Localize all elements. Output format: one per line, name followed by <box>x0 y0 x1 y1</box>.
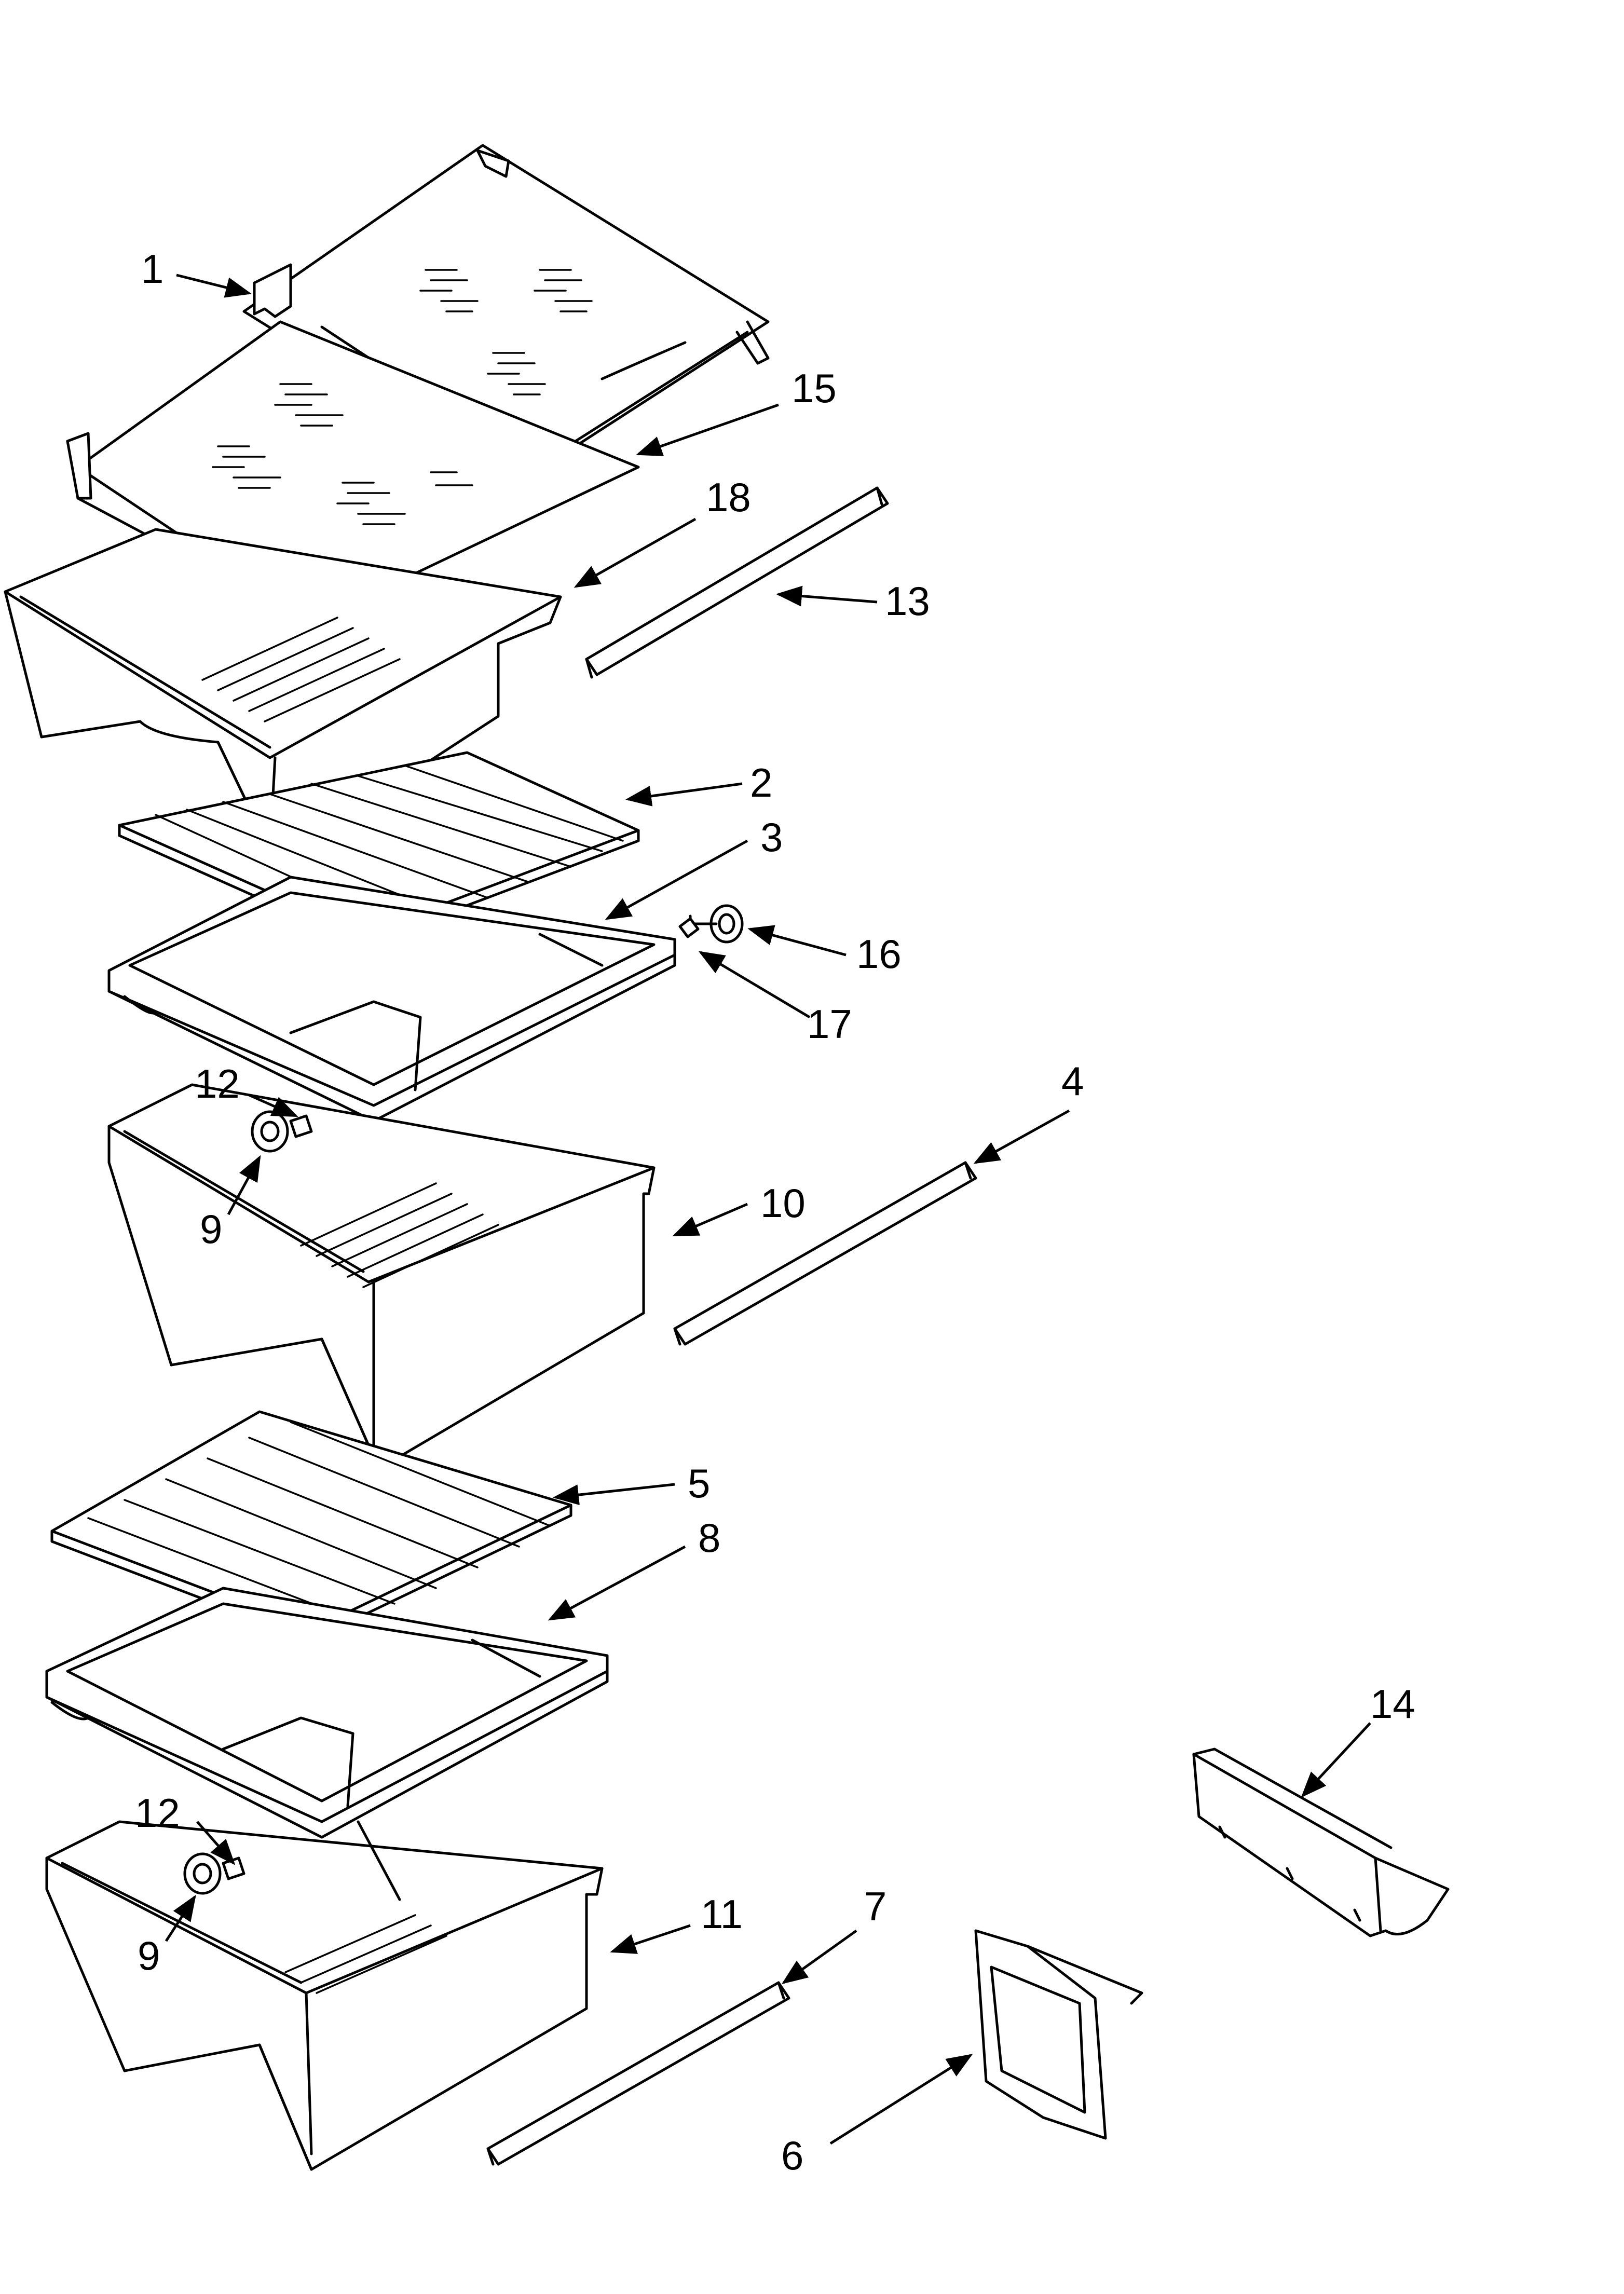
leader-5 <box>553 1483 675 1506</box>
crisper-frame-lower <box>45 1587 609 1839</box>
callout-16: 16 <box>856 931 902 977</box>
callout-12b: 12 <box>135 1790 180 1836</box>
rail-lower <box>486 1981 790 2166</box>
callout-18: 18 <box>706 474 751 520</box>
callout-7: 7 <box>864 1883 886 1929</box>
callout-4: 4 <box>1061 1058 1084 1104</box>
leader-16 <box>747 925 847 957</box>
leader-7 <box>781 1929 857 1984</box>
crisper-drawer-middle <box>107 1083 656 1470</box>
leader-9a <box>227 1155 261 1216</box>
leader-9b <box>165 1894 196 1942</box>
callout-12a: 12 <box>195 1061 240 1107</box>
rail-top <box>585 486 889 679</box>
leader-11 <box>610 1924 691 1954</box>
callout-9a: 9 <box>200 1206 222 1252</box>
callout-1: 1 <box>141 246 163 292</box>
leader-4 <box>973 1109 1070 1164</box>
leader-1 <box>176 274 252 298</box>
leader-13 <box>776 585 878 607</box>
callout-3: 3 <box>760 814 783 860</box>
callout-6: 6 <box>781 2133 803 2178</box>
crisper-drawer-lower <box>45 1820 604 2171</box>
leader-14 <box>1301 1722 1371 1798</box>
rail-middle <box>673 1161 977 1346</box>
leader-12b <box>196 1821 236 1865</box>
leader-12a <box>248 1094 298 1117</box>
leader-8 <box>548 1545 686 1621</box>
callout-10: 10 <box>760 1180 806 1226</box>
callout-5: 5 <box>688 1460 710 1506</box>
leader-3 <box>605 839 748 920</box>
callout-15: 15 <box>791 365 837 411</box>
callout-13: 13 <box>885 578 930 624</box>
leader-17 <box>698 951 811 1019</box>
callout-labels: 1 15 18 13 2 3 16 17 4 12 9 10 5 8 12 9 … <box>135 246 1415 2178</box>
crisper-frame-top <box>107 876 676 1123</box>
callout-11: 11 <box>701 1891 743 1937</box>
leader-2 <box>625 782 743 807</box>
cover-plate <box>974 1929 1143 2140</box>
callout-2: 2 <box>750 760 772 805</box>
callout-8: 8 <box>698 1515 720 1561</box>
leader-18 <box>574 517 697 588</box>
roller-assembly-right <box>678 904 744 944</box>
callout-9b: 9 <box>138 1933 160 1978</box>
leader-lines <box>165 274 1371 2145</box>
callout-14: 14 <box>1370 1681 1415 1727</box>
leader-10 <box>672 1203 748 1237</box>
leader-6 <box>829 2054 973 2145</box>
callout-17: 17 <box>807 1001 852 1047</box>
crisper-drawer-top <box>4 528 562 863</box>
channel-trim <box>1192 1747 1450 1937</box>
leader-15 <box>636 403 779 456</box>
